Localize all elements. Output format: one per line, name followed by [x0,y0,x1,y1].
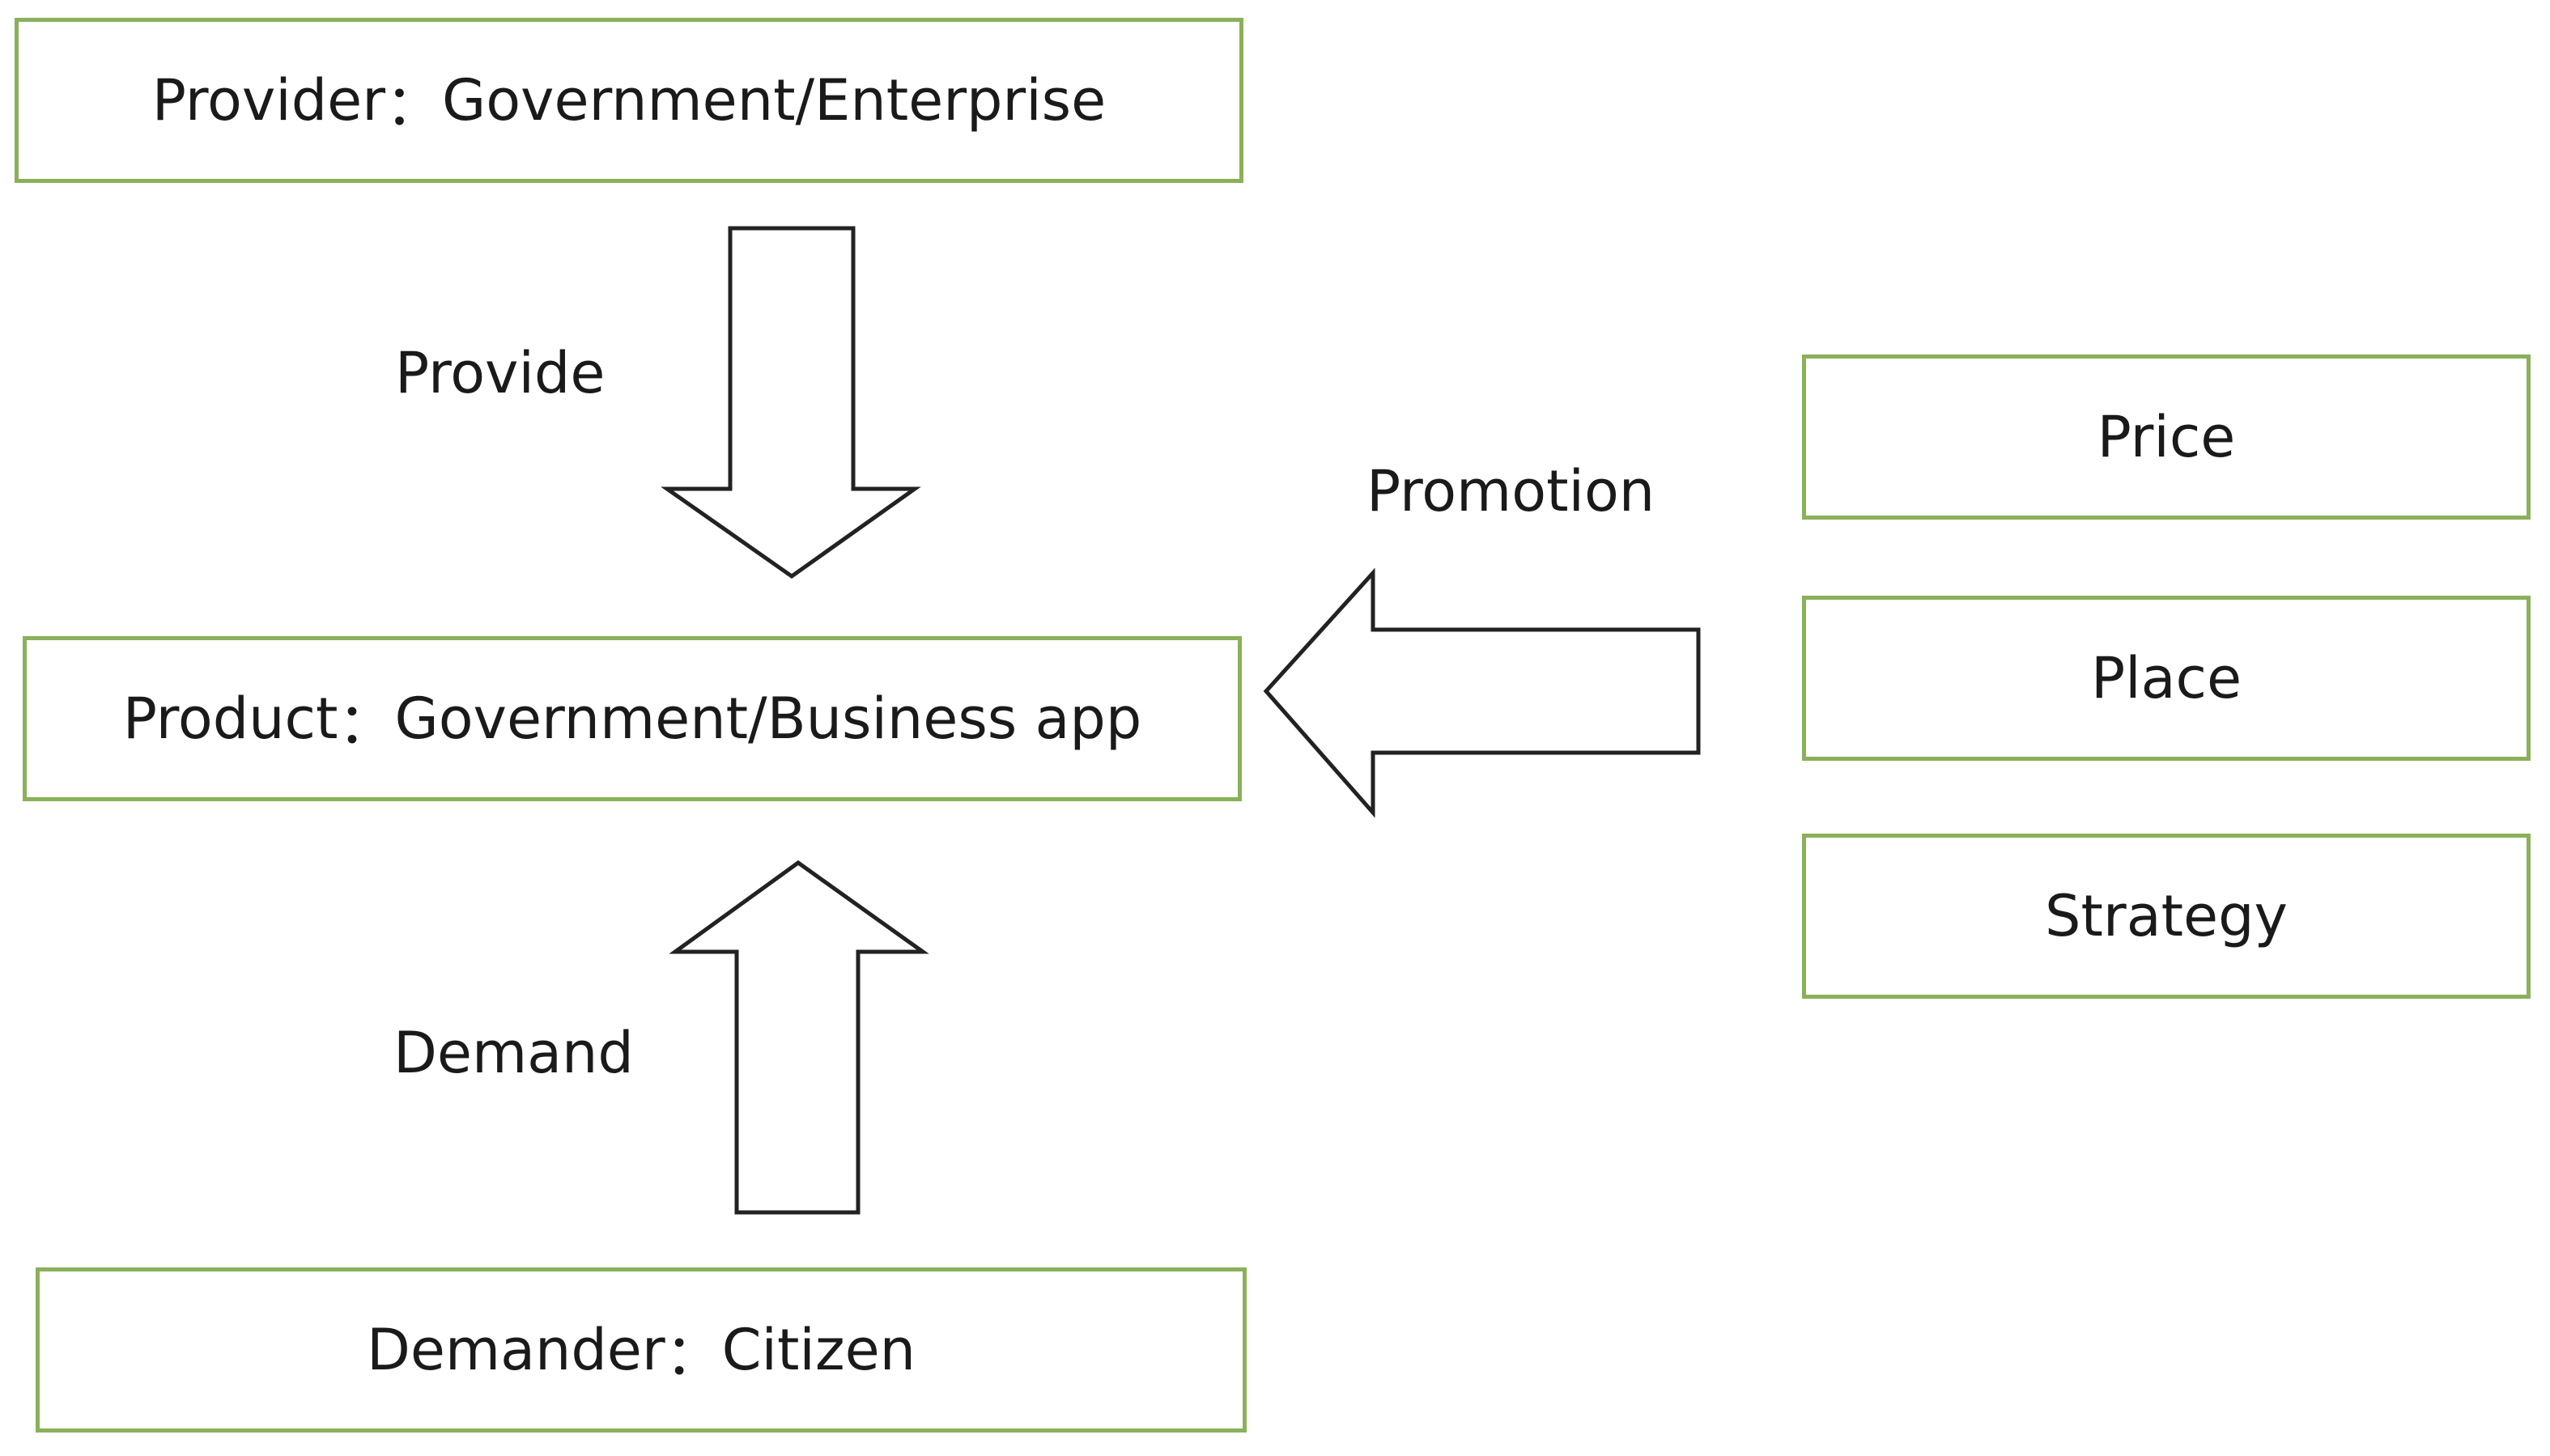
provide-arrow-shape [661,226,921,579]
demander-box: Demander：Citizen [36,1267,1247,1433]
price-label: Price [2097,404,2236,470]
demand-label: Demand [393,1020,634,1086]
product-prefix: Product [122,686,338,752]
provider-box: Provider：Government/Enterprise [15,18,1243,183]
product-box: Product：Government/Business app [23,636,1242,801]
demander-separator: ： [665,1321,722,1388]
product-separator: ： [338,690,395,757]
provider-prefix: Provider [151,67,385,134]
strategy-box: Strategy [1802,834,2531,999]
demand-arrow-shape [669,860,929,1215]
promotion-arrow-shape [1263,567,1701,818]
demander-value: Citizen [721,1317,916,1383]
provider-value: Government/Enterprise [441,67,1107,134]
place-box: Place [1802,596,2531,761]
demander-prefix: Demander [366,1317,665,1383]
product-value: Government/Business app [394,686,1142,752]
promotion-label: Promotion [1366,458,1655,524]
price-box: Price [1802,354,2531,520]
provider-separator: ： [385,71,442,138]
strategy-label: Strategy [2045,883,2288,949]
provide-label: Provide [395,340,606,406]
place-label: Place [2090,645,2242,711]
